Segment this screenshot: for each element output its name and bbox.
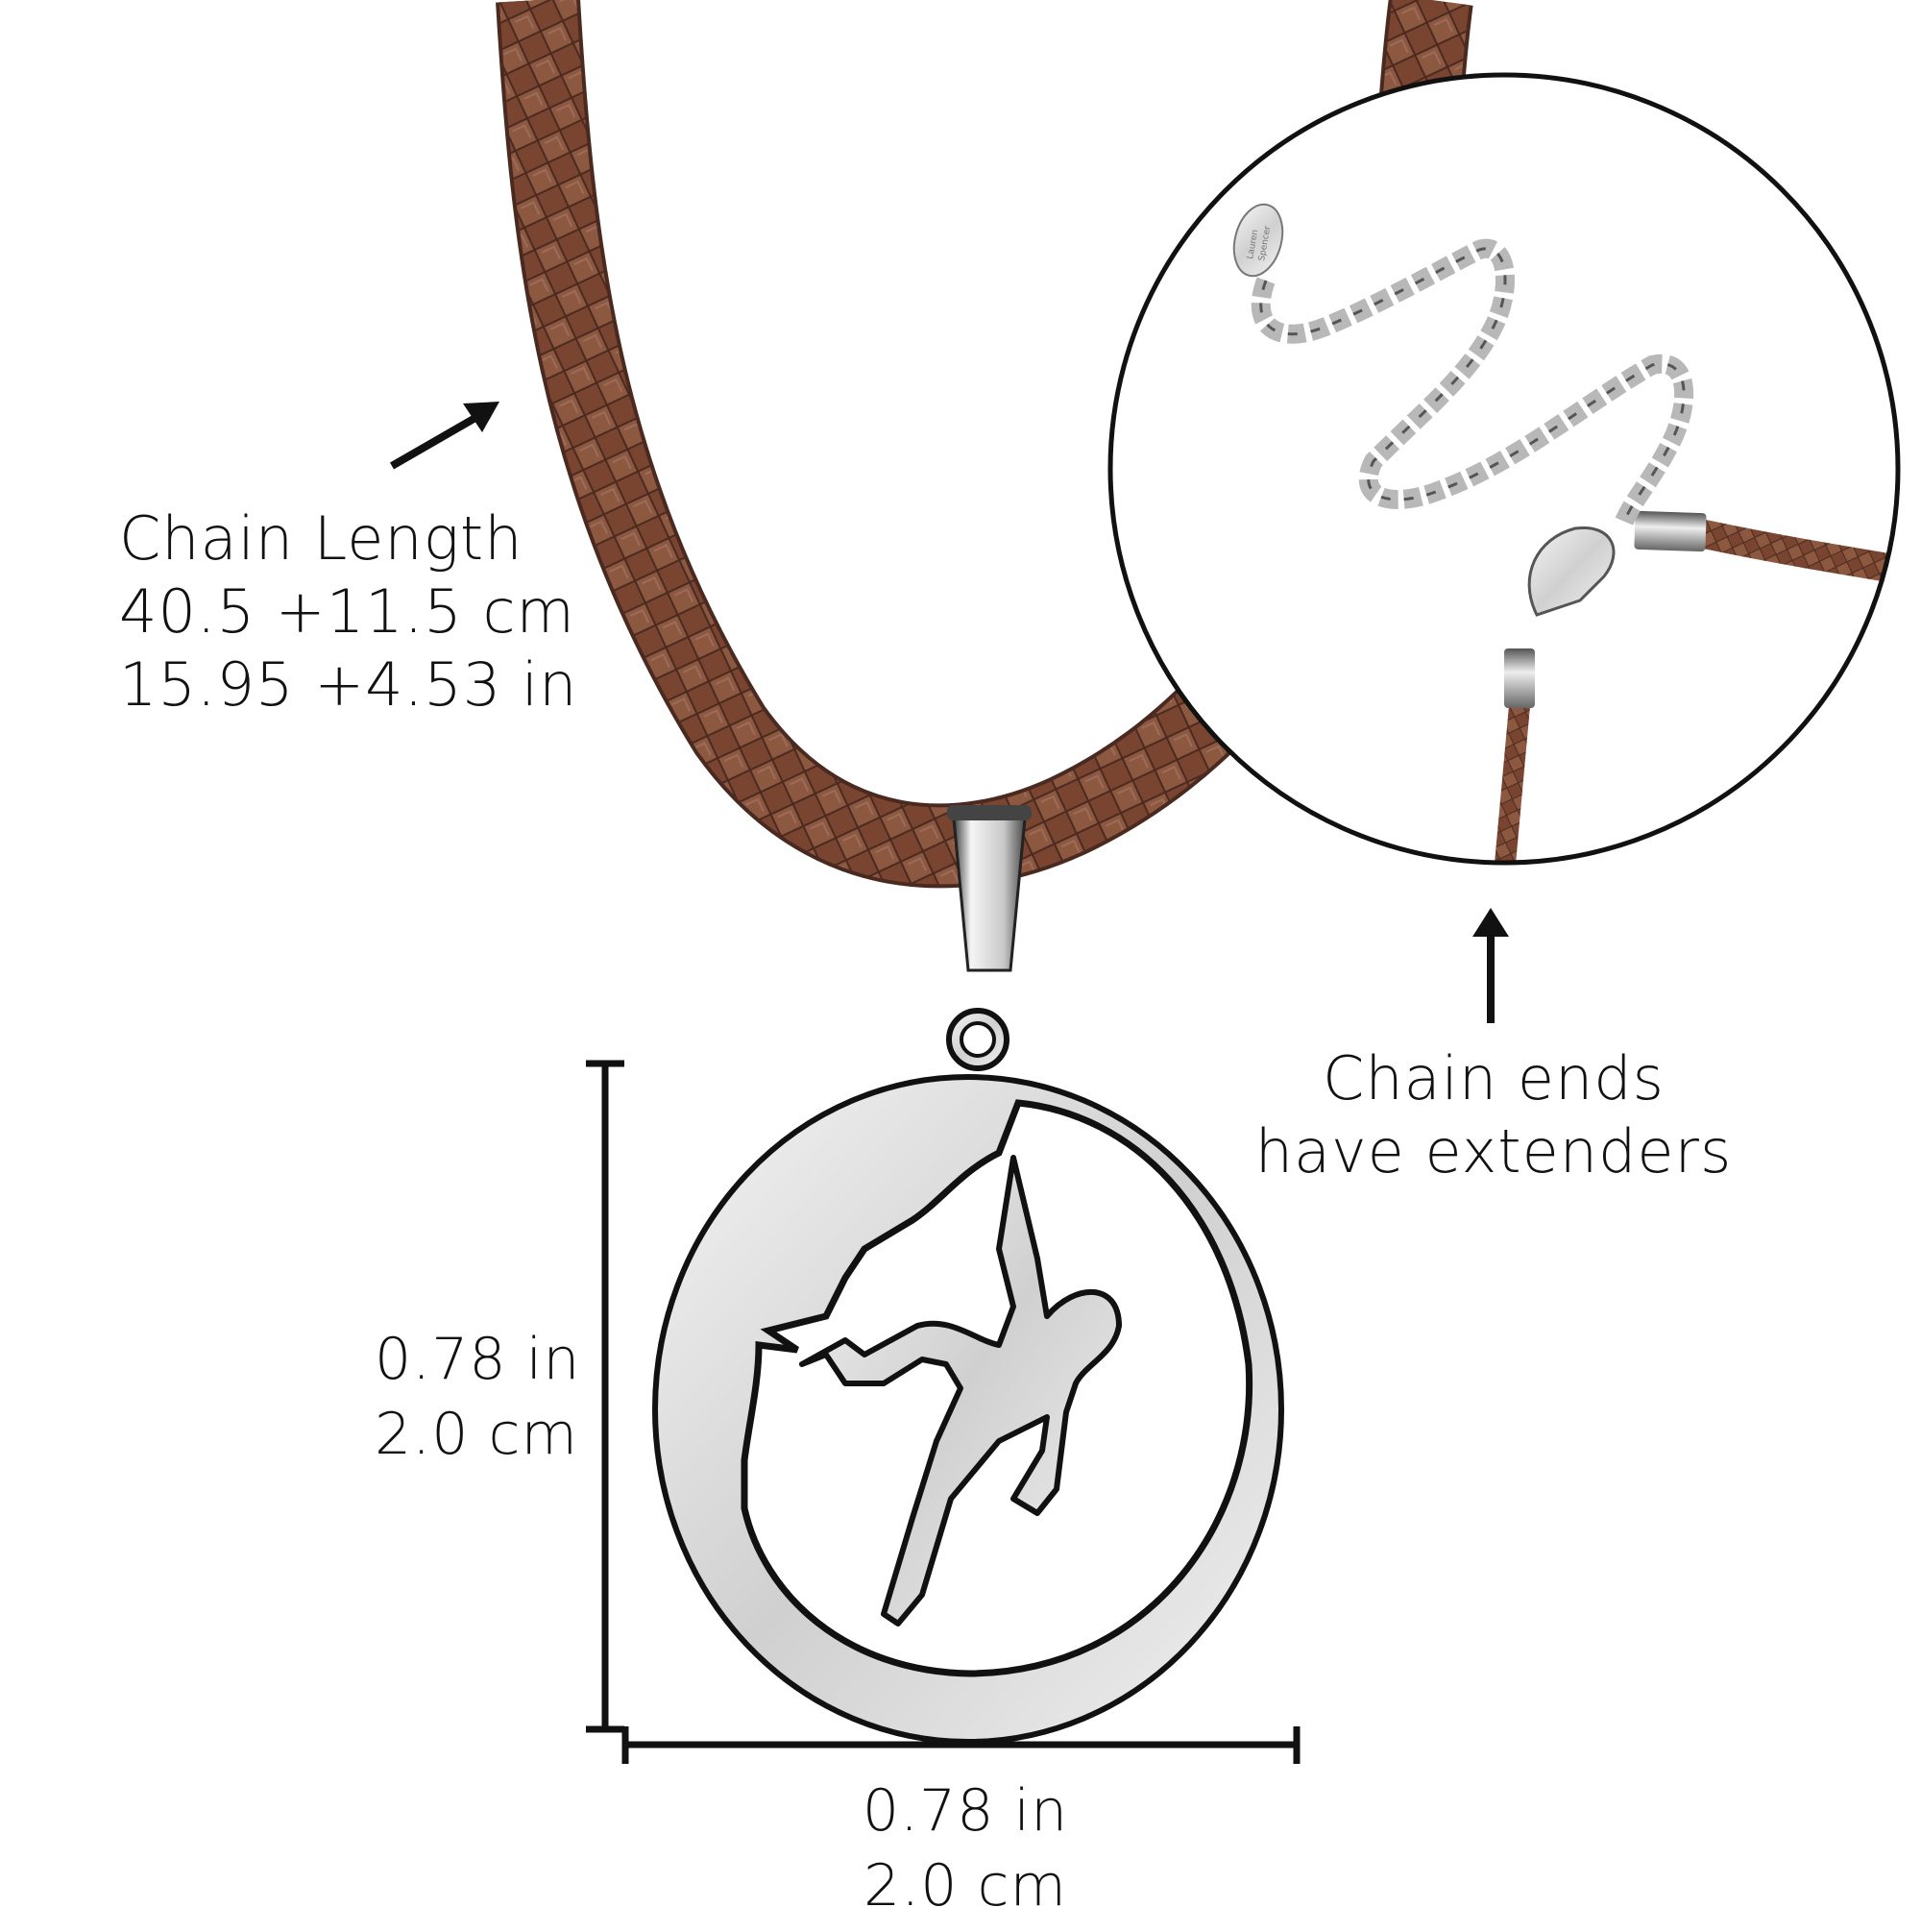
chain-length-metric: 40.5 +11.5 cm xyxy=(119,576,575,647)
height-inches: 0.78 in xyxy=(375,1326,581,1393)
inset-detail: Lauren Spencer xyxy=(1107,72,1901,866)
extenders-line-2: have extenders xyxy=(1254,1116,1733,1186)
arrow-up-right-icon xyxy=(390,402,499,470)
chain-length-title: Chain Length xyxy=(119,503,523,574)
width-cm: 2.0 cm xyxy=(863,1852,1067,1920)
height-dimension-label: 0.78 in 2.0 cm xyxy=(375,1331,580,1480)
bail xyxy=(951,807,1028,972)
arrow-up-icon xyxy=(1472,908,1509,1023)
dimension-bracket-horizontal-icon xyxy=(621,1726,1301,1764)
brand-tag xyxy=(1232,203,1284,278)
width-inches: 0.78 in xyxy=(862,1777,1069,1845)
dimension-bracket-vertical-icon xyxy=(586,1060,624,1733)
extenders-callout: Chain ends have extenders xyxy=(1234,1049,1753,1195)
climber-figure xyxy=(799,1155,1122,1626)
height-cm: 2.0 cm xyxy=(375,1401,578,1468)
chain-length-callout: Chain Length 40.5 +11.5 cm 15.95 +4.53 i… xyxy=(119,509,577,728)
extenders-line-1: Chain ends xyxy=(1323,1043,1665,1113)
width-dimension-label: 0.78 in 2.0 cm xyxy=(845,1782,1085,1932)
pendant xyxy=(652,1008,1284,1745)
chain-length-imperial: 15.95 +4.53 in xyxy=(119,649,578,720)
